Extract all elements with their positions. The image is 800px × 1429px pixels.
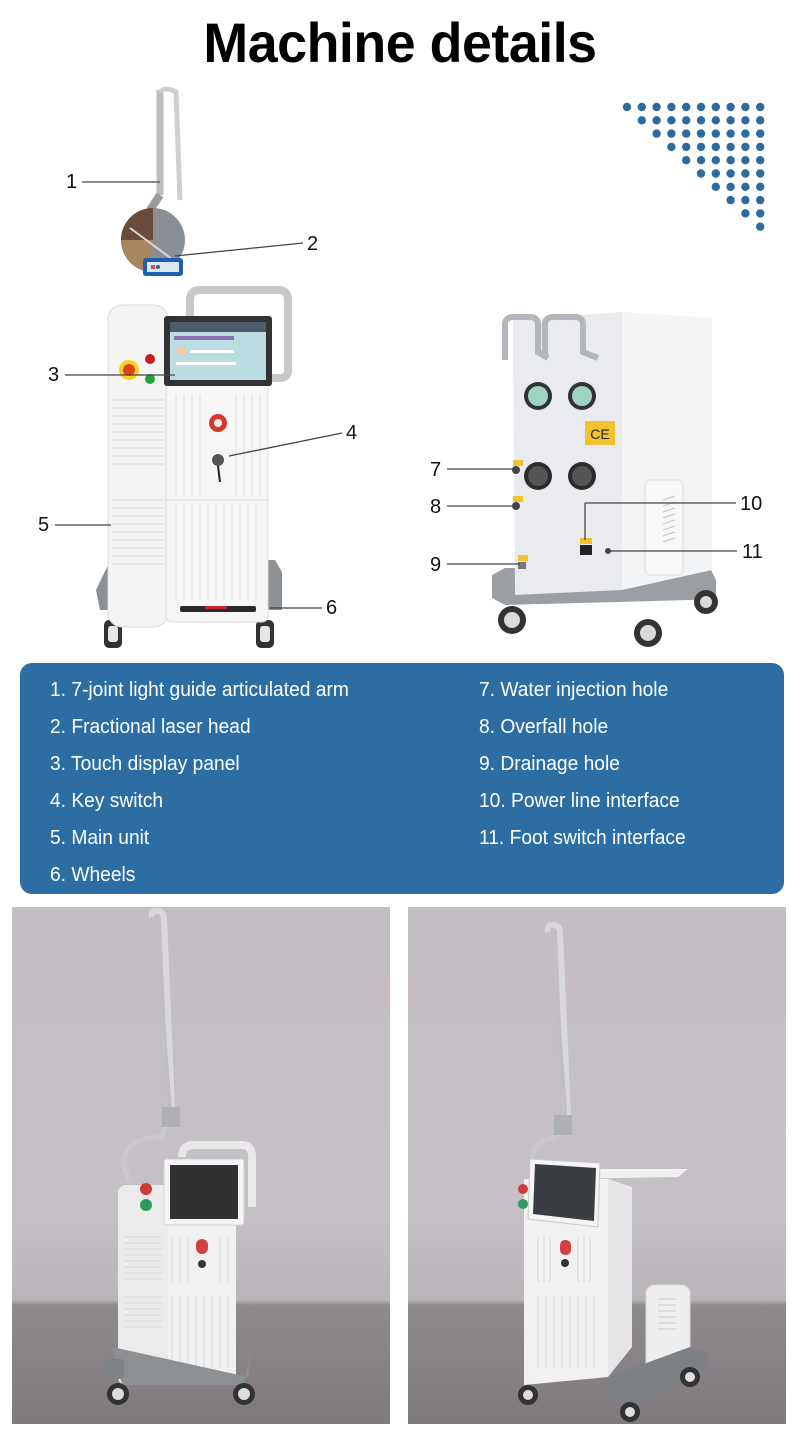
legend-item: 9. Drainage hole [479, 753, 620, 775]
callout-8: 8 [430, 496, 442, 518]
dot-pattern-decoration [622, 102, 765, 231]
callout-5: 5 [38, 514, 50, 536]
legend-item: 3. Touch display panel [50, 753, 240, 775]
legend-item: 1. 7-joint light guide articulated arm [50, 679, 349, 701]
legend-item: 11. Foot switch interface [479, 827, 686, 849]
product-photo-front [12, 907, 390, 1424]
callout-2: 2 [307, 233, 319, 255]
page-title: Machine details [203, 11, 597, 74]
callout-10: 10 [740, 493, 763, 515]
rear-view-machine: CE [492, 312, 718, 647]
callout-9: 9 [430, 554, 442, 576]
rear-callout-lines [447, 468, 737, 565]
legend-item: 2. Fractional laser head [50, 716, 251, 738]
legend-item: 7. Water injection hole [479, 679, 669, 701]
legend-item: 8. Overfall hole [479, 716, 609, 738]
product-photo-angle [408, 907, 786, 1424]
legend-column-left: 1. 7-joint light guide articulated arm 2… [50, 677, 361, 899]
legend-column-right: 7. Water injection hole 8. Overfall hole… [479, 677, 694, 862]
machine-diagram: CE 1 2 3 4 5 6 7 8 9 10 11 [0, 80, 800, 660]
parts-legend: 1. 7-joint light guide articulated arm 2… [20, 663, 784, 894]
front-view-machine [96, 86, 292, 648]
legend-item: 5. Main unit [50, 827, 150, 849]
callout-1: 1 [66, 171, 78, 193]
ce-mark: CE [590, 426, 609, 442]
front-callout-lines [55, 181, 343, 609]
callout-6: 6 [326, 597, 338, 619]
machine-illustration: CE [55, 86, 737, 648]
callout-4: 4 [346, 422, 358, 444]
machine-photo-angle [518, 921, 708, 1422]
machine-photo-front [106, 907, 256, 1405]
legend-item: 4. Key switch [50, 790, 164, 812]
legend-item: 10. Power line interface [479, 790, 680, 812]
legend-item: 6. Wheels [50, 864, 136, 886]
callout-3: 3 [48, 364, 60, 386]
callout-11: 11 [742, 541, 763, 563]
callout-7: 7 [430, 459, 442, 481]
